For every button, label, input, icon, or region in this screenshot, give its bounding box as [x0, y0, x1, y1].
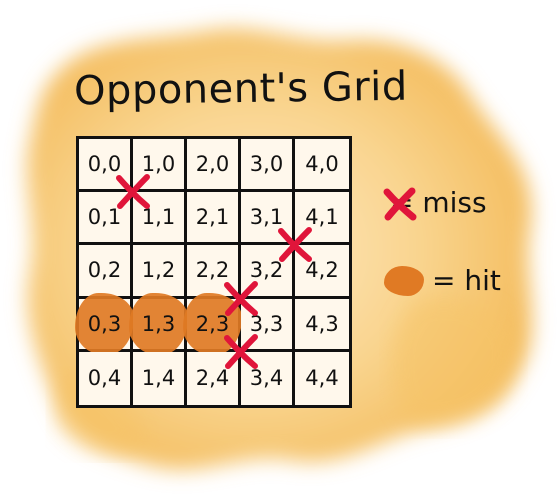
grid-cell[interactable]: 0,3: [75, 292, 134, 356]
grid-cell-label: 4,2: [305, 258, 339, 283]
grid-cell[interactable]: 1,0: [133, 139, 187, 193]
grid-cell-label: 2,3: [195, 311, 230, 336]
grid-cell-label: 3,2: [249, 258, 284, 283]
grid-cell-label: 0,0: [87, 152, 122, 177]
grid-cell[interactable]: 1,3: [129, 292, 188, 356]
grid-cell-label: 2,4: [195, 366, 230, 391]
legend-miss: = miss: [382, 186, 487, 221]
grid-cell-label: 0,1: [87, 205, 122, 230]
grid-cell-label: 0,4: [87, 366, 122, 391]
grid-cell[interactable]: 2,4: [187, 351, 241, 405]
legend-hit: = hit: [384, 264, 501, 297]
grid-cell-label: 3,4: [249, 366, 284, 391]
grid-cell-label: 0,3: [87, 311, 122, 336]
grid-cell-label: 0,2: [87, 258, 122, 283]
grid-cell-label: 1,3: [141, 311, 176, 336]
grid-cell-label: 1,4: [141, 366, 176, 391]
grid-cell[interactable]: 4,3: [295, 298, 349, 352]
grid-cell-label: 3,3: [249, 311, 284, 336]
grid-cell-label: 4,4: [305, 366, 339, 391]
grid-cell-label: 4,3: [305, 311, 339, 336]
grid-cell-label: 4,0: [305, 152, 339, 177]
grid-cell[interactable]: 2,0: [187, 139, 241, 193]
grid-cell[interactable]: 2,3: [183, 292, 242, 356]
grid-cell-label: 2,0: [195, 152, 230, 177]
grid-cell-label: 2,2: [195, 258, 230, 283]
grid-cell[interactable]: 2,2: [187, 245, 241, 299]
grid-cell-label: 1,1: [141, 205, 176, 230]
hit-swatch-icon: [384, 265, 424, 296]
grid-cell[interactable]: 4,4: [295, 351, 349, 405]
grid-cell[interactable]: 3,2: [241, 245, 295, 299]
grid-cell[interactable]: 0,1: [79, 192, 133, 246]
opponent-grid: 0,0 1,0 2,0 3,0 4,0 0,1 1,1 2,1 3,1 4,1 0,2 1,2 2,2 3…: [75, 136, 352, 408]
grid-cell[interactable]: 0,4: [79, 351, 133, 405]
grid-cell[interactable]: 2,1: [187, 192, 241, 246]
grid-cell-label: 4,1: [305, 205, 339, 230]
grid-cell[interactable]: 1,2: [133, 245, 187, 299]
grid-cell[interactable]: 4,0: [295, 139, 349, 193]
grid-cell-label: 1,2: [141, 258, 176, 283]
grid-cell[interactable]: 3,3: [224, 280, 295, 352]
grid-cell-label: 2,1: [195, 205, 230, 230]
grid-cell[interactable]: 0,0: [79, 139, 133, 193]
page-title: Opponent's Grid: [73, 63, 409, 115]
miss-x-icon: [383, 187, 417, 221]
grid-cell[interactable]: 4,1: [295, 192, 349, 246]
legend-hit-label: = hit: [432, 264, 501, 297]
grid-cell[interactable]: 1,1: [116, 174, 187, 246]
grid-cell-label: 3,0: [249, 152, 284, 177]
grid-cell[interactable]: 0,2: [79, 245, 133, 299]
grid-cell-label: 3,1: [249, 205, 284, 230]
grid-cell[interactable]: 1,4: [133, 351, 187, 405]
grid-cell[interactable]: 3,1: [241, 192, 295, 246]
grid-cell[interactable]: 3,0: [241, 139, 295, 193]
grid-cell-label: 1,0: [141, 152, 176, 177]
grid-cell[interactable]: 3,4: [224, 333, 295, 405]
grid-cell[interactable]: 4,2: [278, 227, 349, 299]
